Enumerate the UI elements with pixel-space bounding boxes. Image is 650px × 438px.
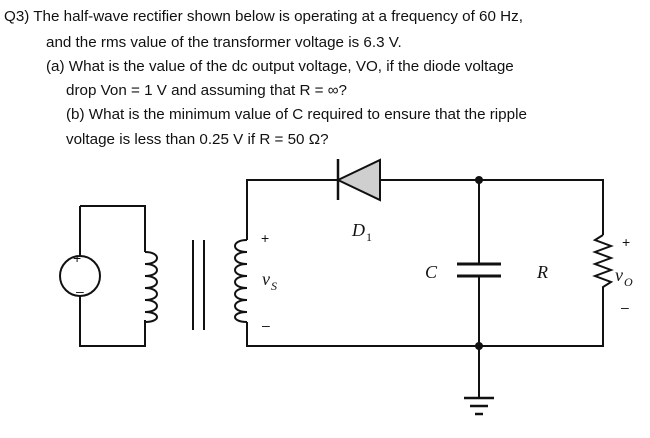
capacitor-label: C [425,262,438,282]
question-line-1: Q3) The half-wave rectifier shown below … [4,6,523,27]
resistor-zigzag [592,234,614,299]
bottom-rail [246,299,604,347]
question-intro-2: and the rms value of the transformer vol… [46,34,402,51]
ac-source-circle [59,255,101,297]
part-a-line-1: (a) What is the value of the dc output v… [46,58,514,75]
vo-subscript: O [624,275,633,289]
question-intro-1: The half-wave rectifier shown below is o… [33,8,523,25]
part-a-line-2: drop Von = 1 V and assuming that R = ∞? [66,82,348,99]
diode-triangle [335,158,381,202]
junction-dot-bottom [475,342,483,350]
vs-label: v [262,269,270,289]
diode-label: D [351,220,365,240]
vo-minus-sign: – [621,299,629,315]
vs-minus-sign: – [262,317,270,333]
question-number: Q3) [4,8,30,25]
source-minus-sign: – [76,283,84,299]
junction-dot-top [475,176,483,184]
vs-plus-sign: + [261,230,269,246]
vs-subscript: S [271,279,277,293]
source-top-wire [80,205,146,252]
diode-subscript: 1 [366,230,372,244]
source-plus-sign: + [73,250,81,266]
top-rail [380,179,604,235]
primary-coil [144,251,158,323]
vo-plus-sign: + [622,234,630,250]
resistor-label: R [536,262,548,282]
secondary-top-wire [246,179,338,240]
part-b-line-2: voltage is less than 0.25 V if R = 50 Ω? [66,131,329,148]
vo-label: v [615,265,623,285]
secondary-coil [234,239,248,323]
part-b-line-1: (b) What is the minimum value of C requi… [66,106,527,123]
